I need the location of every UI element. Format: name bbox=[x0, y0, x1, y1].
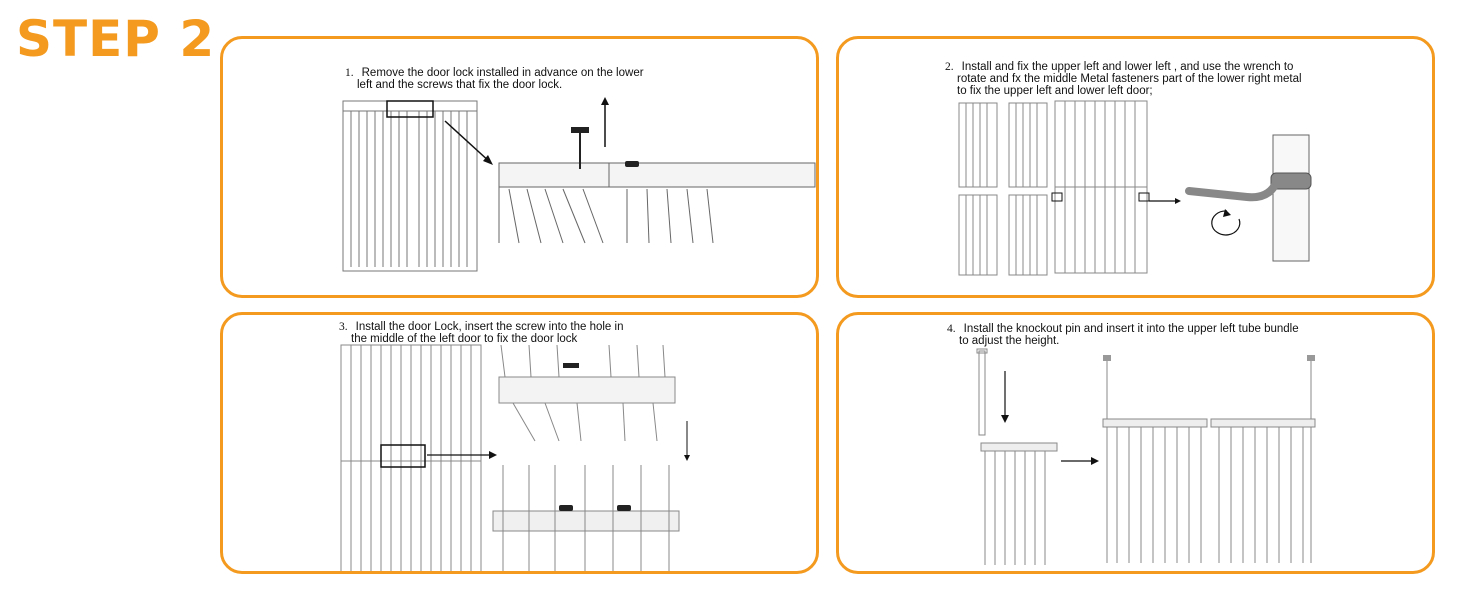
step-panel-4: 4.Install the knockout pin and insert it… bbox=[836, 312, 1435, 574]
door-lock-removal-illustration bbox=[342, 97, 816, 272]
step-number: 3. bbox=[339, 321, 348, 333]
instruction-2: 2.Install and fix the upper left and low… bbox=[945, 61, 1302, 97]
wrench-fastener-illustration bbox=[958, 100, 1312, 276]
door-lock-install-illustration bbox=[340, 344, 690, 571]
step-number: 2. bbox=[945, 61, 954, 73]
step-number: 1. bbox=[345, 67, 354, 79]
instruction-3: 3.Install the door Lock, insert the scre… bbox=[339, 321, 624, 345]
instruction-1: 1.Remove the door lock installed in adva… bbox=[345, 67, 644, 91]
instruction-4: 4.Install the knockout pin and insert it… bbox=[947, 323, 1299, 347]
step-panel-1: 1.Remove the door lock installed in adva… bbox=[220, 36, 819, 298]
step-panel-3: 3.Install the door Lock, insert the scre… bbox=[220, 312, 819, 574]
knockout-pin-illustration bbox=[976, 348, 1316, 565]
step-panel-2: 2.Install and fix the upper left and low… bbox=[836, 36, 1435, 298]
step-number: 4. bbox=[947, 323, 956, 335]
step-title: STEP 2 bbox=[16, 10, 216, 68]
